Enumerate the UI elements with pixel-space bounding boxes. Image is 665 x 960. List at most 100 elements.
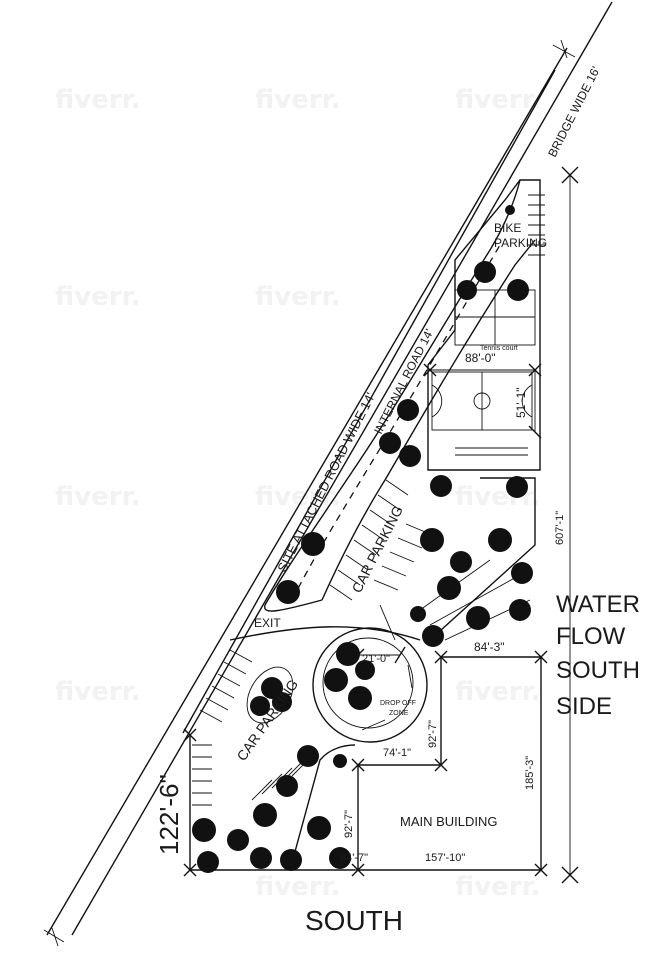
tree-icon — [410, 606, 426, 622]
watermark: fiverr. — [55, 482, 141, 512]
tree-icon — [324, 668, 348, 692]
dim-157: 157'-10" — [425, 852, 465, 864]
watermark-group: fiverr. fiverr. fiverr. fiverr. fiverr. … — [55, 85, 541, 902]
flow-arrow — [379, 604, 396, 641]
watermark: fiverr. — [255, 872, 341, 902]
tree-icon — [276, 775, 298, 797]
tree-icon — [488, 528, 512, 552]
tree-icon — [450, 551, 472, 573]
drop-off-label-line2: ZONE — [389, 710, 409, 717]
road-end-tick — [43, 927, 65, 947]
tree-icon — [272, 692, 292, 712]
tree-icon — [466, 606, 490, 630]
internal-road-edge — [321, 239, 536, 601]
tree-icon — [253, 803, 277, 827]
main-building-label: MAIN BUILDING — [400, 814, 498, 829]
parking-divider — [289, 744, 356, 871]
tree-icon — [227, 829, 249, 851]
tree-icon — [329, 847, 351, 869]
tree-icon — [192, 818, 216, 842]
tree-icon — [505, 205, 515, 215]
road-end-tick — [552, 39, 576, 59]
flow-arrow — [407, 664, 413, 689]
dim-88: 88'-0" — [465, 351, 496, 365]
bridge-label: BRIDGE WIDE 16' — [545, 64, 603, 159]
dim-185: 185'-3" — [524, 756, 536, 790]
parking-stalls — [192, 649, 313, 806]
tree-icon — [379, 432, 401, 454]
watermark: fiverr. — [455, 85, 541, 115]
tree-icon — [474, 261, 496, 283]
tree-icon — [276, 580, 300, 604]
site-road — [43, 1, 613, 947]
dim-94: 94'-7" — [340, 852, 368, 864]
roundabout-outer — [312, 627, 428, 743]
watermark: fiverr. — [255, 85, 341, 115]
drop-off-label-line1: DROP OFF — [380, 700, 416, 707]
water-flow-line4: SIDE — [556, 693, 612, 720]
dim-92-lower: 92'-7" — [343, 810, 355, 838]
tree-icon — [397, 399, 419, 421]
tree-icon — [511, 562, 533, 584]
tree-icon — [333, 754, 347, 768]
bike-parking-label-line2: PARKING — [494, 236, 547, 250]
dim-122: 122'-6" — [154, 774, 184, 855]
water-flow-line2: FLOW — [556, 623, 626, 650]
tree-icon — [457, 280, 477, 300]
road-edge-inner — [71, 1, 613, 936]
dim-51: 51'-1" — [514, 387, 528, 418]
tree-icon — [336, 642, 360, 666]
watermark: fiverr. — [455, 872, 541, 902]
site-boundary-line — [182, 69, 556, 734]
tree-icon — [430, 475, 452, 497]
dimension-lines — [183, 166, 579, 884]
bike-racks — [528, 194, 545, 256]
tree-icon — [422, 625, 444, 647]
dim-21: 21'-0" — [362, 653, 390, 665]
dim-tick — [561, 166, 579, 184]
tree-icon — [280, 849, 302, 871]
parking-island — [429, 477, 536, 641]
parking-lot-edge — [189, 735, 355, 871]
watermark: fiverr. — [55, 282, 141, 312]
dim-84: 84'-3" — [474, 640, 505, 654]
exit-road-edge — [229, 626, 421, 641]
tennis-court-label: Tennis court — [480, 345, 518, 352]
trees — [192, 205, 533, 873]
tree-icon — [301, 532, 325, 556]
dim-tick — [561, 866, 579, 884]
watermark: fiverr. — [55, 85, 141, 115]
south-label: SOUTH — [305, 905, 403, 936]
water-flow-line3: SOUTH — [556, 657, 640, 684]
parking-stalls — [329, 479, 431, 601]
tree-icon — [420, 528, 444, 552]
tree-icon — [307, 816, 331, 840]
water-flow-line1: WATER — [556, 591, 640, 618]
tree-icon — [348, 686, 372, 710]
tree-icon — [250, 847, 272, 869]
bike-parking-label-line1: BIKE — [494, 221, 521, 235]
road-turn — [264, 599, 323, 612]
tree-icon — [355, 660, 375, 680]
tree-icon — [507, 279, 529, 301]
watermark: fiverr. — [255, 282, 341, 312]
tree-icon — [506, 476, 528, 498]
dim-92-upper: 92'-7" — [427, 720, 439, 748]
tree-icon — [250, 696, 270, 716]
road-edge-outer — [46, 47, 568, 936]
tree-icon — [399, 445, 421, 467]
dim-74: 74'-1" — [383, 747, 411, 759]
amenity-boundary — [427, 179, 541, 471]
tree-icon — [509, 599, 531, 621]
drop-off-roundabout — [312, 604, 428, 743]
dim-607: 607'-1" — [554, 511, 566, 545]
labels: BRIDGE WIDE 16' BIKE PARKING Tennis cour… — [154, 64, 640, 936]
tree-icon — [297, 745, 319, 767]
flow-arrow — [361, 719, 386, 731]
tree-icon — [437, 576, 461, 600]
watermark: fiverr. — [455, 677, 541, 707]
watermark: fiverr. — [55, 677, 141, 707]
tree-icon — [197, 851, 219, 873]
exit-label: EXIT — [254, 616, 281, 630]
